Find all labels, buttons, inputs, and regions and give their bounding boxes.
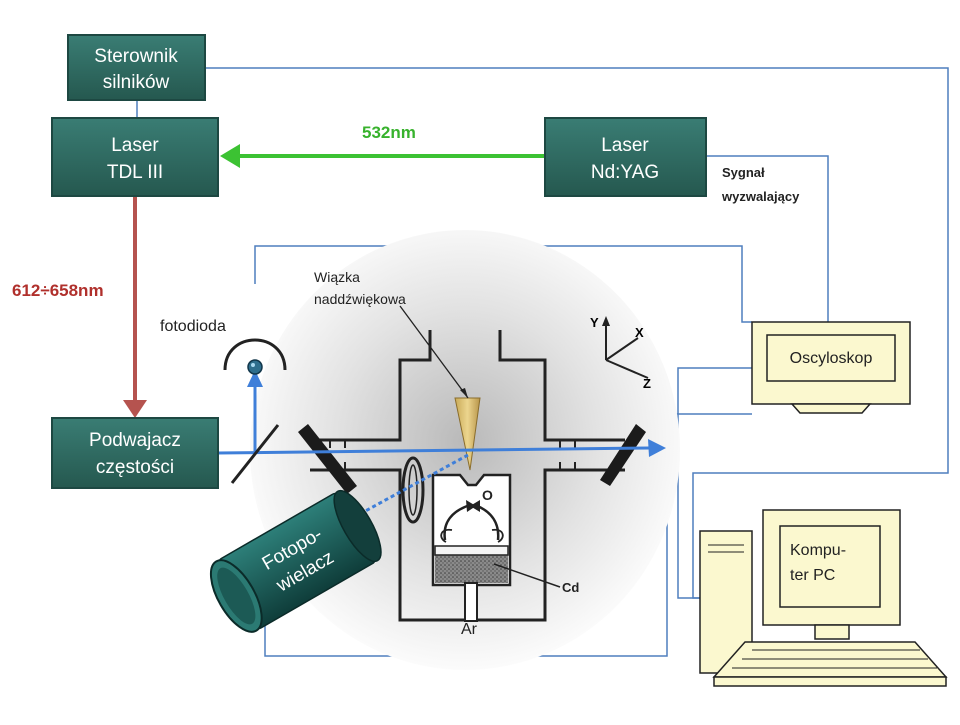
laser-ndyag-label-2: Nd:YAG (591, 162, 659, 183)
oscilloscope-label: Oscyloskop (790, 350, 873, 367)
computer-label-2: ter PC (790, 567, 835, 584)
green-beam (220, 144, 545, 168)
motor-controller-label-1: Sterownik (94, 46, 178, 67)
wire-trigger (706, 155, 829, 322)
trigger-signal-label-2: wyzwalający (721, 189, 800, 204)
red-beam-label: 612÷658nm (12, 281, 104, 300)
photodiode-label: fotodioda (160, 318, 226, 335)
wire-chamber-osc (254, 245, 752, 323)
wire-osc-pc (677, 367, 752, 599)
laser-ndyag-box: Laser Nd:YAG (544, 117, 707, 197)
supersonic-beam-label-2: naddźwiękowa (314, 291, 406, 307)
red-beam (123, 196, 147, 418)
axis-x-label: X (635, 325, 644, 340)
trigger-signal-label-1: Sygnał (722, 165, 765, 180)
laser-tdl-label-1: Laser (111, 135, 159, 156)
motor-controller-box: Sterownik silników (67, 34, 206, 101)
motor-controller-label-2: silników (103, 72, 170, 93)
frequency-doubler-label-1: Podwajacz (89, 430, 181, 451)
axis-z-label: Z (643, 376, 651, 391)
photodiode (223, 338, 287, 375)
wire-pmt-pc (264, 413, 752, 657)
oxygen-label: O (482, 487, 493, 503)
cadmium-sample (435, 555, 508, 583)
wires (136, 67, 949, 657)
cadmium-label: Cd (562, 580, 579, 595)
green-beam-label: 532nm (362, 123, 416, 142)
source-vessel (431, 473, 512, 622)
computer-label-1: Kompu- (790, 542, 846, 559)
argon-label: Ar (461, 621, 478, 638)
supersonic-beam-label-1: Wiązka (314, 269, 360, 285)
laser-tdl-label-2: TDL III (107, 162, 163, 183)
laser-ndyag-label-1: Laser (601, 135, 649, 156)
oscilloscope: Oscyloskop (751, 321, 911, 414)
computer-pc: Kompu- ter PC (699, 509, 948, 687)
frequency-doubler-label-2: częstości (96, 457, 174, 478)
chamber-windows (298, 424, 646, 494)
beam-splitter (230, 424, 280, 484)
laser-tdl-box: Laser TDL III (51, 117, 219, 197)
coordinate-axes (602, 316, 649, 379)
axis-y-label: Y (590, 315, 599, 330)
photomultiplier: Fotopo- wielacz (209, 489, 382, 633)
frequency-doubler-box: Podwajacz częstości (51, 417, 219, 489)
